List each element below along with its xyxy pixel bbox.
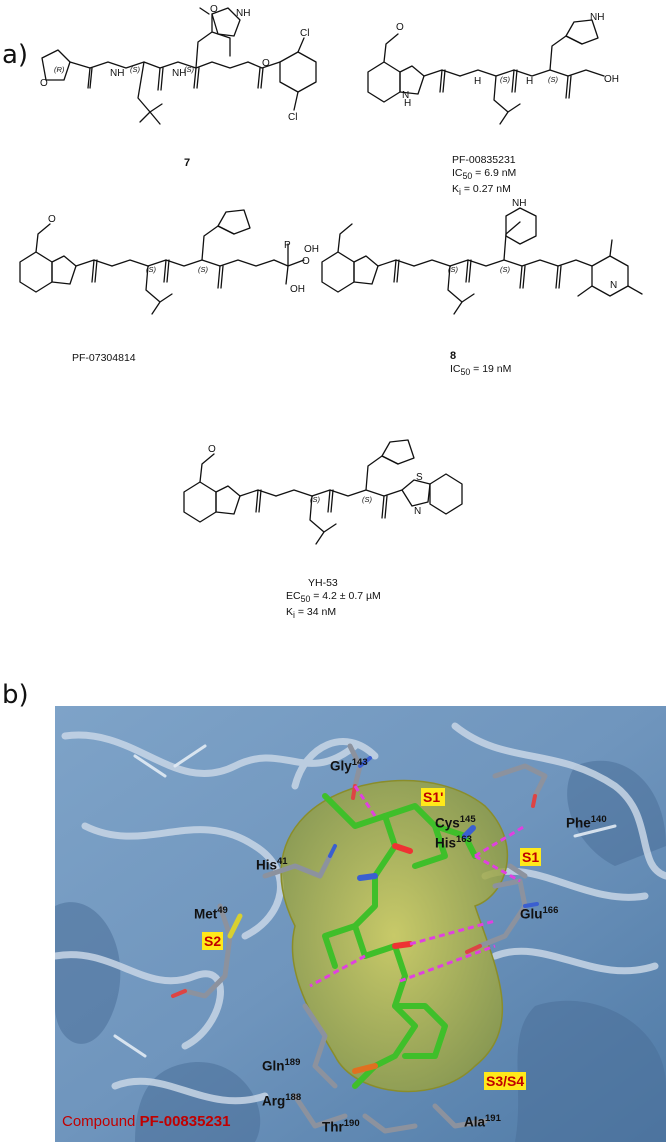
hydrogen-bonds <box>309 785 526 988</box>
compound-pf00835231-caption: PF-00835231 IC50 = 6.9 nM Ki = 0.27 nM <box>452 154 516 199</box>
atom-label: O <box>40 78 48 89</box>
panel-a-label: a) <box>2 40 29 70</box>
residue-gly143: Gly143 <box>330 757 368 774</box>
atom-label: H <box>474 76 481 87</box>
residue-his41: His41 <box>256 856 288 873</box>
atom-label: O <box>396 22 404 33</box>
molecule-yh53-skeleton <box>183 439 463 545</box>
compound-name: YH-53 <box>308 577 338 589</box>
atom-label: O <box>302 256 310 267</box>
atom-label: NH <box>590 12 604 23</box>
atom-label: O <box>208 444 216 455</box>
ic50-value: IC50 = 19 nM <box>450 363 512 378</box>
atom-label: NH <box>172 68 186 79</box>
ic50-value: IC50 = 6.9 nM <box>452 167 517 182</box>
atom-label: N <box>402 90 409 101</box>
binding-site-render <box>55 706 666 1142</box>
atom-label: OH <box>604 74 619 85</box>
atom-label: O <box>262 58 270 69</box>
atom-label: Cl <box>288 112 297 123</box>
stereo-label: (S) <box>500 75 511 84</box>
residue-ala191: Ala191 <box>464 1113 501 1130</box>
atom-label: O <box>210 4 218 15</box>
atom-label: O <box>48 214 56 225</box>
atom-label: OH <box>290 284 305 295</box>
panel-b-label: b) <box>2 680 29 710</box>
atom-label: OH <box>304 244 319 255</box>
site-label-s1-prime: S1' <box>421 788 446 806</box>
ec50-value: EC50 = 4.2 ± 0.7 µM <box>286 590 381 605</box>
atom-label: S <box>416 472 423 483</box>
atom-label: Cl <box>300 28 309 39</box>
stereo-label: (S) <box>310 495 321 504</box>
molecule-pf07304814-skeleton <box>19 209 305 315</box>
residue-his163: His163 <box>435 834 472 851</box>
atom-label: N <box>414 506 421 517</box>
compound-yh53-caption: YH-53 EC50 = 4.2 ± 0.7 µM Ki = 34 nM <box>286 577 381 622</box>
residue-phe140: Phe140 <box>566 814 607 831</box>
binding-pocket-surface <box>280 779 509 1093</box>
residue-met49: Met49 <box>194 905 228 922</box>
site-label-s3-s4: S3/S4 <box>484 1072 527 1090</box>
stereo-label: (S) <box>184 65 195 74</box>
atom-label: N <box>610 280 617 291</box>
residue-glu166: Glu166 <box>520 905 559 922</box>
atom-label: NH <box>512 198 526 209</box>
stereo-label: (S) <box>500 265 511 274</box>
compound-name: PF-00835231 <box>452 154 516 166</box>
residue-thr190: Thr190 <box>322 1118 360 1135</box>
molecule-7-skeleton <box>41 7 317 125</box>
compound-7-label: 7 <box>184 157 191 169</box>
residue-gln189: Gln189 <box>262 1057 301 1074</box>
ki-value: Ki = 0.27 nM <box>452 183 511 198</box>
panel-a-structures: NH NH O O NH O Cl Cl O H N H H NH OH O O… <box>19 4 643 545</box>
stereo-label: (S) <box>362 495 373 504</box>
atom-label: NH <box>236 8 250 19</box>
site-label-s2: S2 <box>202 932 224 950</box>
compound-name: 8 <box>450 350 457 362</box>
atom-label: H <box>404 98 411 109</box>
molecule-pf00835231-skeleton <box>367 19 605 125</box>
stereo-label: (S) <box>130 65 141 74</box>
stereo-label: (S) <box>146 265 157 274</box>
atom-label: H <box>526 76 533 87</box>
compound-pf07304814-caption: PF-07304814 <box>72 352 136 364</box>
molecule-8-skeleton <box>321 207 643 315</box>
stereo-label: (S) <box>198 265 209 274</box>
compound-8-caption: 8 IC50 = 19 nM <box>450 350 511 379</box>
residue-cys145: Cys145 <box>435 814 476 831</box>
stereo-label: (S) <box>448 265 459 274</box>
atom-label: NH <box>110 68 124 79</box>
stereo-label: (S) <box>548 75 559 84</box>
atom-label: P <box>284 240 291 251</box>
compound-label: Compound PF-00835231 <box>62 1113 231 1130</box>
residue-arg188: Arg188 <box>262 1092 302 1109</box>
site-label-s1: S1 <box>520 848 542 866</box>
stereo-label: (R) <box>54 65 65 74</box>
ki-value: Ki = 34 nM <box>286 606 337 621</box>
